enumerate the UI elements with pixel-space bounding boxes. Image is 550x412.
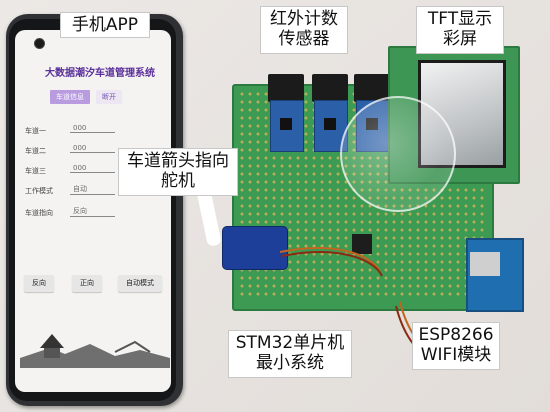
lane-3-label: 车道三 [25,167,46,175]
forward-button[interactable]: 正向 [72,275,102,292]
tab-disconnect[interactable]: 断开 [96,90,122,104]
work-mode-label: 工作模式 [25,187,53,195]
app-title: 大数据潮汐车道管理系统 [45,68,155,79]
lane-direction-label: 车道指向 [25,209,53,217]
lane-3-value: 000 [70,164,115,173]
ir-sensor-1-header [268,74,304,102]
reverse-button[interactable]: 反向 [24,275,54,292]
auto-mode-button[interactable]: 自动模式 [118,275,162,292]
front-camera [34,38,45,49]
ir-sensor-2-chip [324,118,336,130]
lane-2-label: 车道二 [25,147,46,155]
work-mode-value: 自动 [70,184,115,195]
ir-sensor-2-header [312,74,348,102]
lane-direction-value: 反向 [70,206,115,217]
label-esp8266: ESP8266 WIFI模块 [412,322,500,370]
phone-screen [15,30,171,392]
servo-motor [222,226,288,270]
tab-lane-info[interactable]: 车道信息 [50,90,90,104]
label-tft-screen: TFT显示 彩屏 [416,6,504,54]
ir-sensor-1-chip [280,118,292,130]
lane-1-label: 车道一 [25,127,46,135]
lane-1-value: 000 [70,124,115,133]
magnifier-highlight [340,96,456,212]
label-phone-app: 手机APP [60,12,150,38]
label-stm32: STM32单片机 最小系统 [228,330,352,378]
label-ir-sensor: 红外计数 传感器 [260,6,348,54]
label-servo: 车道箭头指向 舵机 [118,148,238,196]
esp8266-shield [470,252,500,276]
lane-2-value: 000 [70,144,115,153]
stm32-chip [352,234,372,254]
app-illustration [20,334,170,368]
